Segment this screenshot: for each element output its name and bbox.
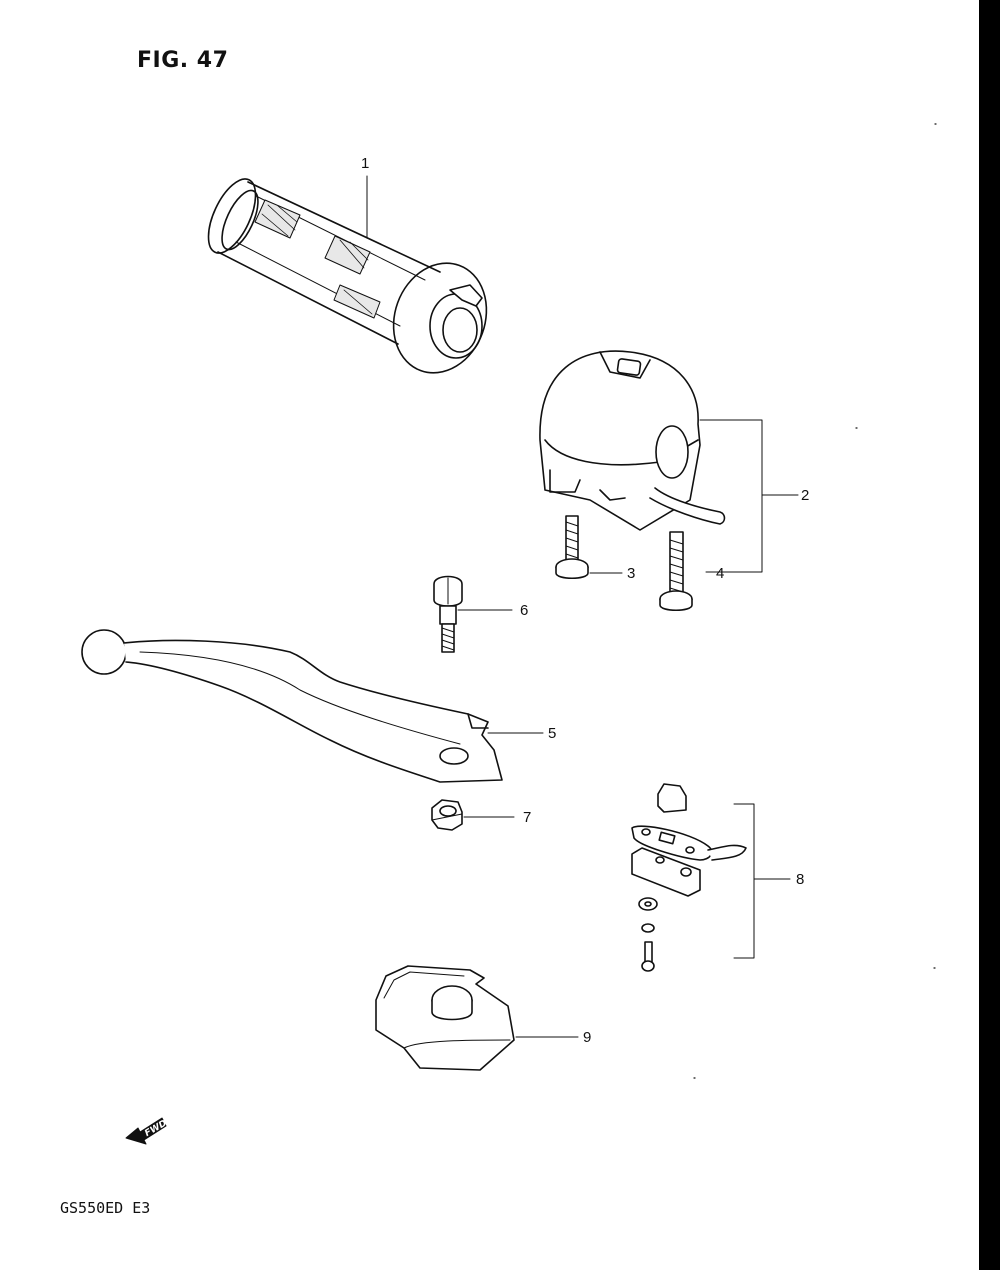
callout-4: 4 <box>716 565 725 582</box>
callout-5: 5 <box>548 725 557 742</box>
screw-icon <box>555 515 589 580</box>
lever-cover-icon <box>375 965 515 1071</box>
switch-assembly-icon <box>631 783 747 972</box>
callout-2: 2 <box>801 487 810 504</box>
screw-icon <box>659 531 693 612</box>
scan-specks <box>693 123 937 1079</box>
figure-title: FIG. 47 <box>137 48 229 73</box>
callout-1: 1 <box>361 155 370 172</box>
callout-8: 8 <box>796 871 805 888</box>
callout-3: 3 <box>627 565 636 582</box>
callout-6: 6 <box>520 602 529 619</box>
brake-lever-icon <box>81 629 503 783</box>
callout-7: 7 <box>523 809 532 826</box>
callout-9: 9 <box>583 1029 592 1046</box>
switch-housing-icon <box>539 350 726 531</box>
page-edge-border <box>979 0 1000 1270</box>
bolt-icon <box>433 575 463 653</box>
model-code: GS550ED E3 <box>60 1199 151 1217</box>
forward-direction-arrow-icon: FWD <box>125 1117 169 1145</box>
nut-icon <box>431 799 463 831</box>
handlebar-grip-icon <box>207 178 488 374</box>
